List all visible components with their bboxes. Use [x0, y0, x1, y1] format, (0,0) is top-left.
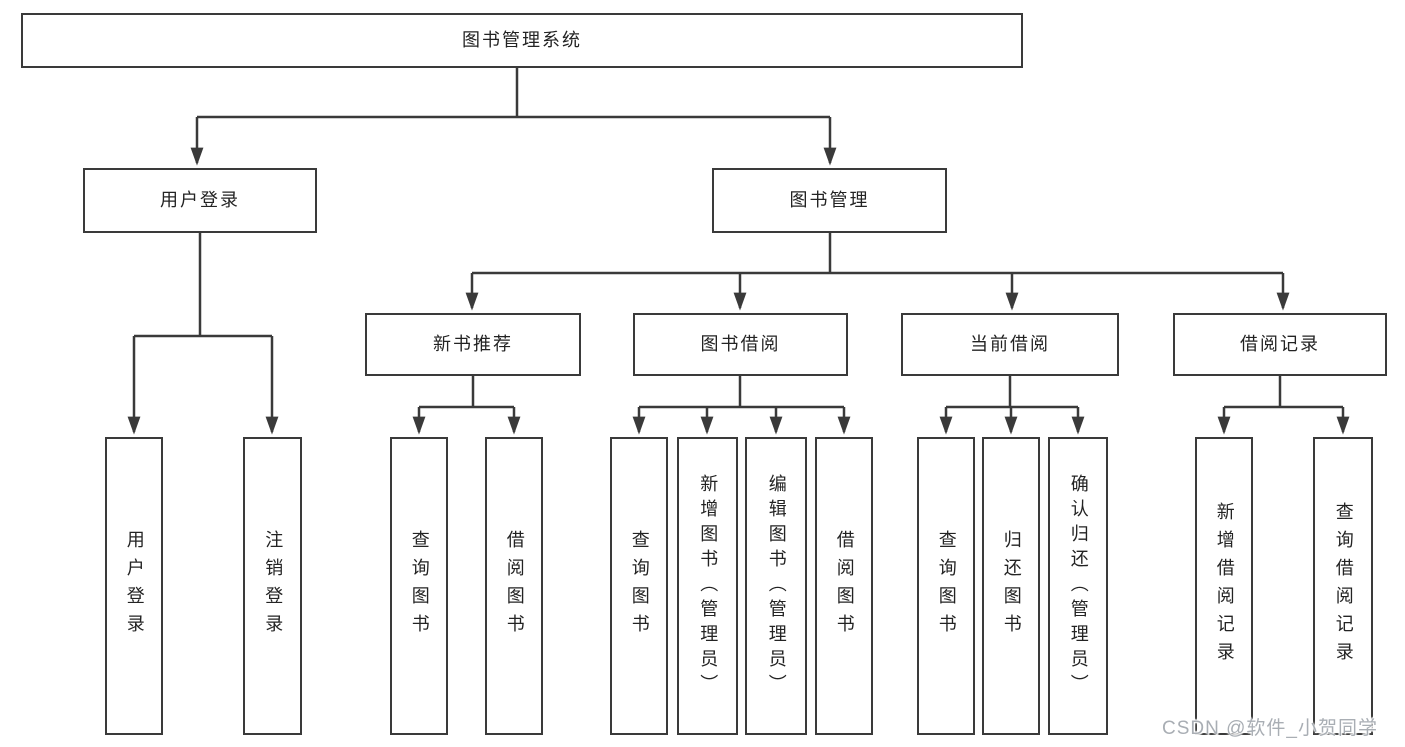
node-leaf-bb-add-book: 新增图书（管理员）: [677, 437, 738, 735]
node-leaf-nb-query-book: 查询图书: [390, 437, 448, 735]
node-leaf-bb-query-book: 查询图书: [610, 437, 668, 735]
node-book-management: 图书管理: [712, 168, 947, 233]
node-borrow-record: 借阅记录: [1173, 313, 1387, 376]
node-leaf-cb-confirm-return: 确认归还（管理员）: [1048, 437, 1108, 735]
node-leaf-bb-borrow-book: 借阅图书: [815, 437, 873, 735]
node-leaf-bb-edit-book: 编辑图书（管理员）: [745, 437, 807, 735]
node-book-borrow: 图书借阅: [633, 313, 848, 376]
node-user-login: 用户登录: [83, 168, 317, 233]
node-leaf-br-query-record: 查询借阅记录: [1313, 437, 1373, 735]
node-leaf-nb-borrow-book: 借阅图书: [485, 437, 543, 735]
node-root-system: 图书管理系统: [21, 13, 1023, 68]
node-leaf-cb-return-book: 归还图书: [982, 437, 1040, 735]
node-leaf-user-login: 用户登录: [105, 437, 163, 735]
watermark: CSDN @软件_小贺同学: [1162, 718, 1378, 739]
node-leaf-br-add-record: 新增借阅记录: [1195, 437, 1253, 735]
node-current-borrow: 当前借阅: [901, 313, 1119, 376]
node-leaf-cb-query-book: 查询图书: [917, 437, 975, 735]
node-new-book-recommend: 新书推荐: [365, 313, 581, 376]
node-leaf-logout: 注销登录: [243, 437, 302, 735]
